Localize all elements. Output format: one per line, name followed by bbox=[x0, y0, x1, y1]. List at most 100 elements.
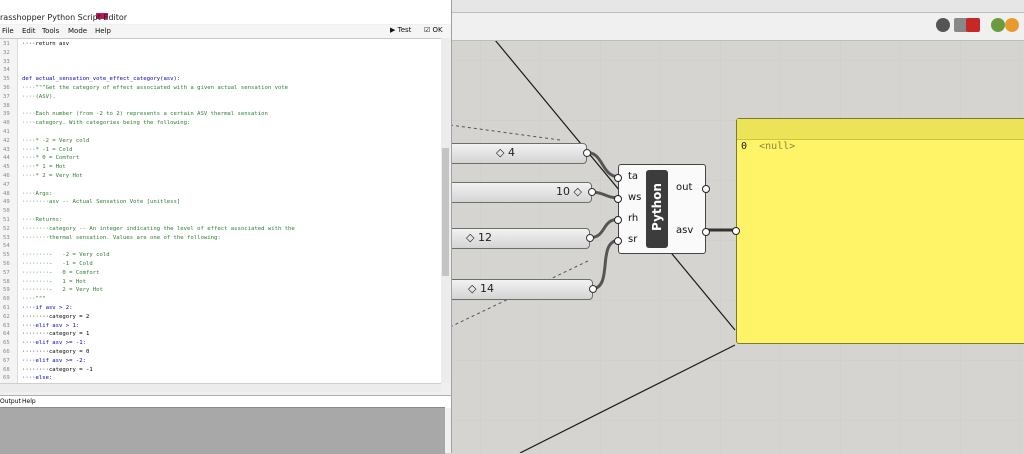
code-line: ········- 1 = Hot bbox=[22, 278, 86, 285]
selected-preview-icon[interactable] bbox=[991, 18, 1005, 32]
slider-rh-value: ◇ 12 bbox=[466, 231, 492, 244]
check-icon: ☑ bbox=[424, 26, 433, 34]
slider-rh-output[interactable] bbox=[586, 234, 594, 242]
line-number: 37 bbox=[3, 93, 10, 100]
line-number: 47 bbox=[3, 181, 10, 188]
panel-component[interactable]: 0 <null> bbox=[732, 118, 1024, 344]
menu-edit[interactable]: Edit bbox=[22, 27, 36, 35]
line-number: 57 bbox=[3, 269, 10, 276]
wireframe-icon[interactable] bbox=[954, 18, 968, 32]
code-line: ········- 2 = Very Hot bbox=[22, 287, 103, 294]
output-pane bbox=[0, 407, 445, 454]
code-line: ····(ASV). bbox=[22, 93, 56, 100]
line-number: 69 bbox=[3, 375, 10, 382]
line-number: 41 bbox=[3, 129, 10, 135]
line-number: 43 bbox=[3, 146, 10, 153]
line-number: 53 bbox=[3, 234, 10, 241]
line-number: 34 bbox=[3, 67, 10, 74]
code-line: ········thermal sensation. Values are on… bbox=[22, 234, 221, 241]
slider-sr-output[interactable] bbox=[589, 285, 597, 293]
editor-title: rasshopper Python Script Editor bbox=[0, 13, 128, 22]
line-number: 58 bbox=[3, 278, 10, 285]
slider-ws[interactable]: 10 ◇ bbox=[445, 182, 596, 203]
slider-rh[interactable]: ◇ 12 bbox=[445, 228, 594, 249]
code-line: ····else: bbox=[22, 375, 53, 382]
line-number: 38 bbox=[3, 102, 10, 109]
tab-help[interactable]: Help bbox=[22, 398, 36, 405]
line-number: 62 bbox=[3, 313, 10, 320]
horizontal-scrollbar[interactable] bbox=[0, 383, 441, 392]
input-ta-grip[interactable] bbox=[614, 174, 622, 182]
menu-file[interactable]: File bbox=[2, 27, 14, 35]
line-number: 31 bbox=[3, 41, 10, 47]
code-line: ····* 0 = Comfort bbox=[22, 155, 80, 162]
menu-mode[interactable]: Mode bbox=[68, 27, 88, 35]
input-rh[interactable]: rh bbox=[628, 213, 639, 224]
code-line: ········category = -1 bbox=[22, 366, 93, 373]
line-number: 33 bbox=[3, 58, 10, 65]
input-sr[interactable]: sr bbox=[628, 234, 638, 245]
preview-icon[interactable] bbox=[936, 18, 950, 32]
menu-tools[interactable]: Tools bbox=[42, 27, 60, 35]
python-label-block: Python bbox=[646, 170, 668, 248]
slider-sr-value: ◇ 14 bbox=[468, 282, 494, 295]
line-number: 32 bbox=[3, 49, 10, 56]
input-ws[interactable]: ws bbox=[628, 192, 642, 203]
line-number: 35 bbox=[3, 76, 10, 83]
code-line: ····Args: bbox=[22, 190, 53, 197]
icon-5[interactable] bbox=[96, 13, 108, 19]
output-asv[interactable]: asv bbox=[676, 225, 694, 236]
ok-button[interactable]: ☑ OK bbox=[424, 26, 443, 34]
line-number: 56 bbox=[3, 261, 10, 267]
panel-input-grip[interactable] bbox=[732, 227, 740, 235]
code-line: ····if asv > 2: bbox=[22, 305, 73, 311]
scroll-thumb[interactable] bbox=[442, 148, 449, 276]
panel-header bbox=[737, 119, 1024, 140]
input-ws-grip[interactable] bbox=[614, 195, 622, 203]
python-component[interactable]: ta ws rh sr Python out asv bbox=[614, 164, 710, 254]
code-line: ········- -2 = Very cold bbox=[22, 252, 110, 259]
code-line: ····* -1 = Cold bbox=[22, 146, 73, 153]
test-button[interactable]: ▶ Test bbox=[390, 26, 411, 34]
panel-row-index: 0 bbox=[741, 141, 748, 152]
code-line: ········- 0 = Comfort bbox=[22, 269, 100, 276]
code-line: ····category. With categories being the … bbox=[22, 120, 191, 127]
code-line: ····return asv bbox=[22, 41, 70, 47]
slider-ta-value: ◇ 4 bbox=[496, 146, 515, 159]
output-asv-grip[interactable] bbox=[702, 228, 710, 236]
output-out[interactable]: out bbox=[676, 182, 693, 193]
line-number: 59 bbox=[3, 287, 10, 294]
component-name: Python bbox=[650, 183, 664, 231]
code-line: ····""" bbox=[22, 296, 46, 303]
input-rh-grip[interactable] bbox=[614, 216, 622, 224]
code-line: ········category -- An integer indicatin… bbox=[22, 225, 295, 232]
code-line: ····elif asv >= -2: bbox=[22, 357, 86, 364]
code-line: ········asv -- Actual Sensation Vote [un… bbox=[22, 199, 181, 206]
code-line: ····* 2 = Very Hot bbox=[22, 173, 83, 179]
tab-output[interactable]: Output bbox=[0, 398, 21, 405]
ok-label: OK bbox=[432, 26, 443, 34]
render-icon[interactable] bbox=[1005, 18, 1019, 32]
code-line: ····elif asv > 1: bbox=[22, 322, 80, 329]
line-number: 39 bbox=[3, 111, 10, 118]
code-line: ········category = 1 bbox=[22, 331, 90, 338]
vertical-scrollbar[interactable] bbox=[441, 38, 450, 383]
line-number: 54 bbox=[3, 243, 10, 250]
slider-ta-output[interactable] bbox=[583, 149, 591, 157]
slider-sr[interactable]: ◇ 14 bbox=[445, 279, 597, 300]
slider-ta[interactable]: ◇ 4 bbox=[445, 143, 591, 164]
input-sr-grip[interactable] bbox=[614, 237, 622, 245]
code-line: ········category = 0 bbox=[22, 349, 90, 355]
line-number: 44 bbox=[3, 155, 10, 162]
panel-row: 0 <null> bbox=[741, 141, 795, 152]
shaded-icon[interactable] bbox=[966, 18, 980, 32]
input-ta[interactable]: ta bbox=[628, 171, 639, 182]
code-line: ····Returns: bbox=[22, 217, 63, 223]
panel-row-value: <null> bbox=[759, 141, 796, 152]
line-number: 40 bbox=[3, 120, 10, 127]
menu-help[interactable]: Help bbox=[95, 27, 111, 35]
slider-ws-output[interactable] bbox=[588, 188, 596, 196]
menu-bar: File Edit Tools Mode Help ▶ Test ☑ OK bbox=[0, 25, 451, 38]
output-out-grip[interactable] bbox=[702, 185, 710, 193]
